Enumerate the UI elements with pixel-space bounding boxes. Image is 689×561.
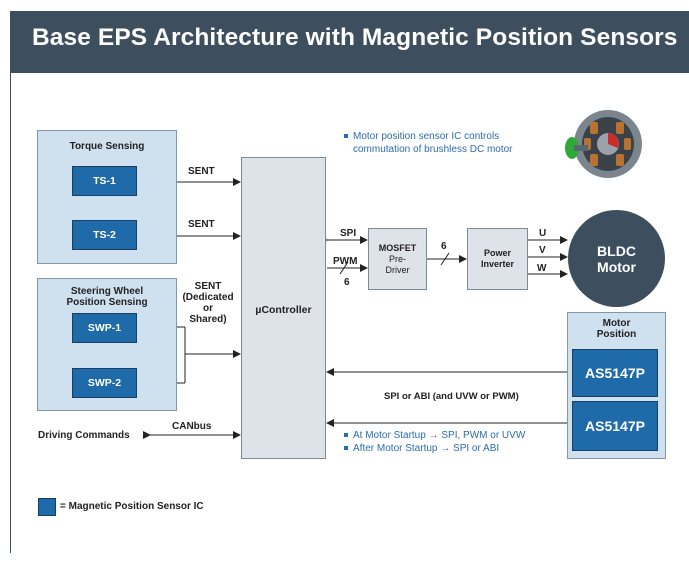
pwm-six-label: 6 (344, 277, 350, 288)
motor-position-title-line2: Position (596, 329, 637, 340)
sent-label-3: SENT (Dedicated or Shared) (180, 281, 236, 325)
startup-notes: At Motor Startup → SPI, PWM or UVW After… (344, 429, 525, 455)
u-label: U (539, 228, 547, 239)
six-label: 6 (441, 241, 447, 252)
startup-note: At Motor Startup → SPI, PWM or UVW (344, 429, 525, 442)
mosfet-line2: Pre- (388, 253, 406, 264)
six-slash (440, 252, 450, 266)
swp1-chip: SWP-1 (72, 313, 137, 343)
note-line1-text: Motor position sensor IC controls (353, 131, 500, 142)
microcontroller-label: µController (255, 304, 312, 316)
inverter-line2: Inverter (480, 259, 515, 269)
page-title: Base EPS Architecture with Magnetic Posi… (32, 24, 678, 51)
w-label: W (537, 263, 547, 274)
canbus-label: CANbus (172, 421, 212, 432)
title-banner: Base EPS Architecture with Magnetic Posi… (10, 11, 689, 73)
pwm-label: PWM (333, 256, 358, 267)
note-line2-text: commutation of brushless DC motor (353, 144, 513, 155)
driving-commands-label: Driving Commands (38, 430, 130, 441)
steering-wheel-panel: Steering Wheel Position Sensing (37, 278, 177, 411)
steering-title-line2: Position Sensing (66, 297, 148, 308)
ts2-chip: TS-2 (72, 220, 137, 250)
sent3-line1: SENT (194, 281, 222, 292)
left-border-rule (10, 73, 11, 553)
torque-sensing-title: Torque Sensing (69, 141, 145, 152)
motor-position-title-line1: Motor (602, 318, 631, 329)
mosfet-line3: Driver (385, 264, 410, 275)
startup-note-text: At Motor Startup → SPI, PWM or UVW (353, 430, 526, 441)
as5147p-chip-1: AS5147P (572, 349, 658, 397)
after-startup-note: After Motor Startup → SPI or ABI (344, 442, 525, 455)
inverter-line1: Power (483, 248, 511, 258)
after-startup-note-text: After Motor Startup → SPI or ABI (353, 443, 500, 454)
bullet-icon (344, 433, 348, 438)
legend-swatch-icon (38, 498, 56, 516)
mosfet-predriver-block: MOSFET Pre- Driver (368, 228, 427, 290)
mosfet-line1: MOSFET (378, 242, 417, 253)
spi-abi-label: SPI or ABI (and UVW or PWM) (384, 391, 519, 402)
spi-label: SPI (340, 228, 357, 239)
power-inverter-block: Power Inverter (467, 228, 528, 290)
sent-label-1: SENT (188, 166, 215, 177)
v-label: V (539, 245, 546, 256)
as5147p-chip-2: AS5147P (572, 401, 658, 451)
swp2-chip: SWP-2 (72, 368, 137, 398)
steering-title-line1: Steering Wheel (70, 286, 144, 297)
motor-line2: Motor (597, 258, 636, 275)
legend-label: = Magnetic Position Sensor IC (60, 501, 204, 512)
pwm-slash (339, 261, 349, 275)
sent3-line4: Shared) (189, 314, 227, 325)
motor-illustration-icon (565, 110, 642, 178)
bullet-icon (344, 134, 348, 139)
ts1-chip: TS-1 (72, 166, 137, 196)
microcontroller-block: µController (241, 157, 326, 459)
bullet-icon (344, 446, 348, 451)
commutation-note: Motor position sensor IC controls commut… (344, 130, 513, 156)
commutation-note-line2: commutation of brushless DC motor (344, 143, 513, 156)
sent3-line3: or (203, 303, 213, 314)
commutation-note-line1: Motor position sensor IC controls (344, 130, 513, 143)
sent3-line2: (Dedicated (182, 292, 234, 303)
sent-label-2: SENT (188, 219, 215, 230)
motor-line1: BLDC (597, 242, 636, 259)
bldc-motor-circle: BLDC Motor (568, 210, 665, 307)
